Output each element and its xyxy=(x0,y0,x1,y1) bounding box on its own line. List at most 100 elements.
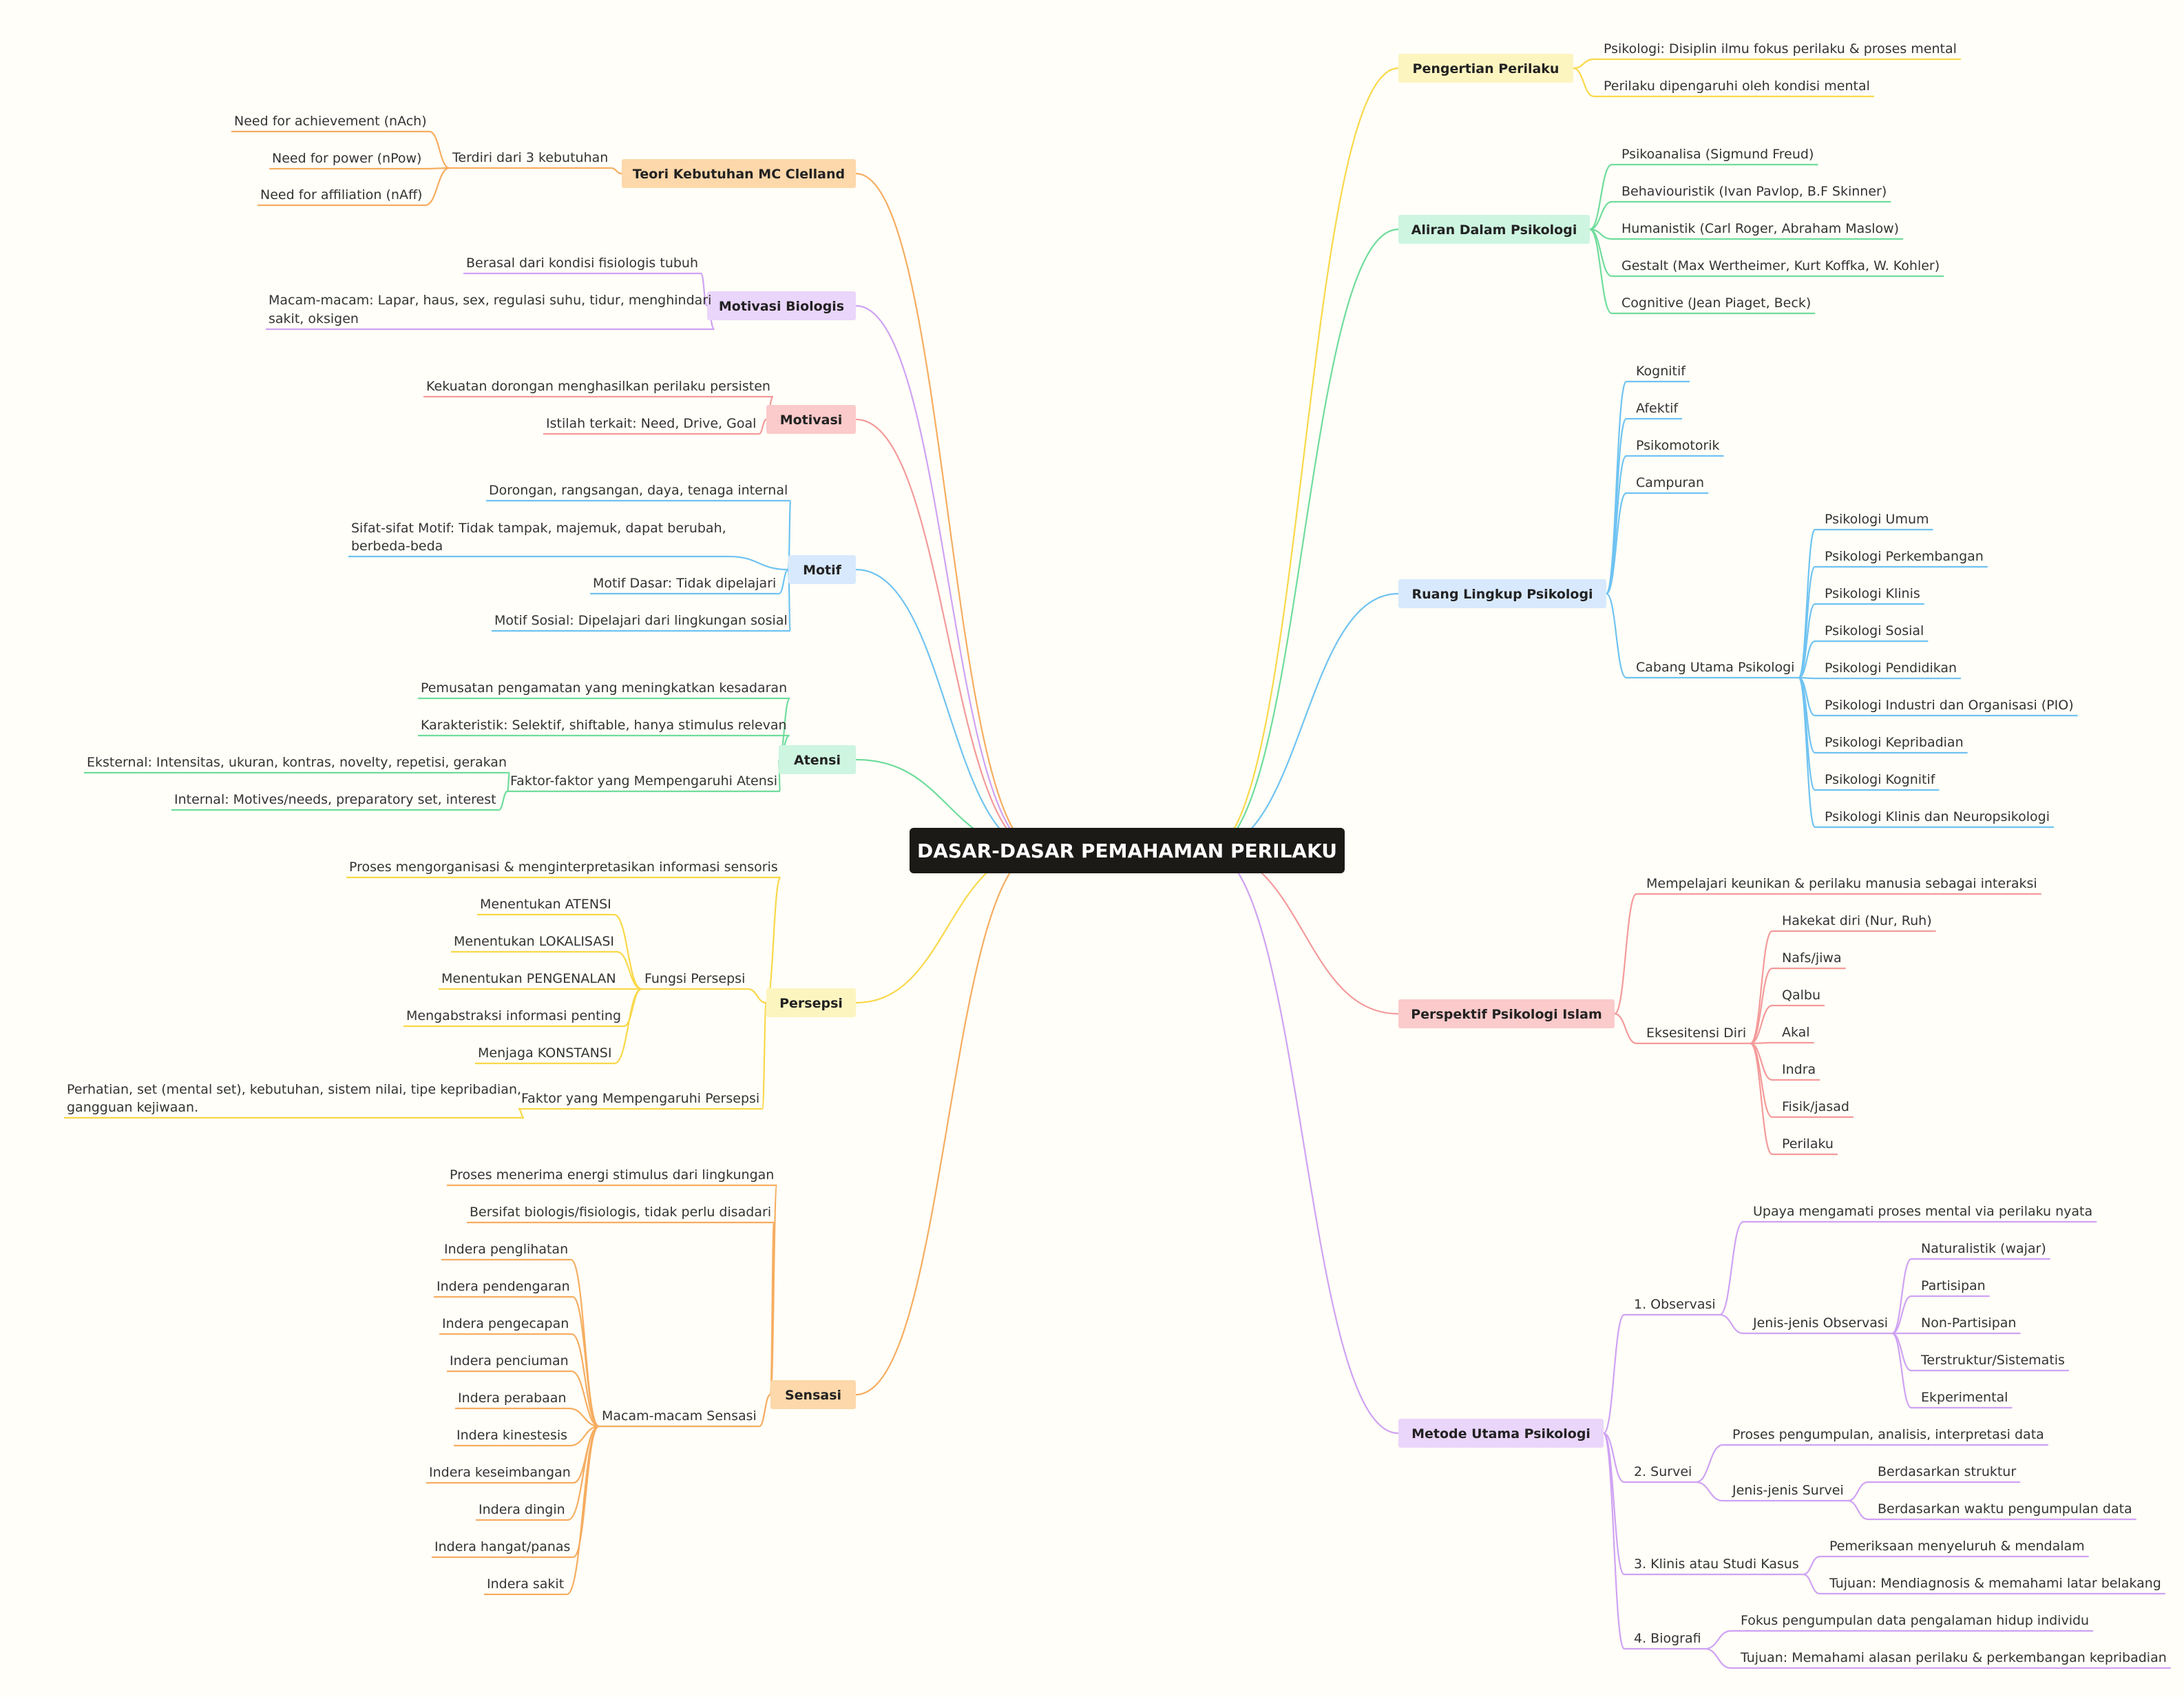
node-psikologi-sosial[interactable]: Psikologi Sosial xyxy=(1825,623,1924,638)
node-fokus-pengumpulan-data-pengalaman-hidup-[interactable]: Fokus pengumpulan data pengalaman hidup … xyxy=(1741,1613,2089,1628)
node-indera-pendengaran[interactable]: Indera pendengaran xyxy=(437,1279,570,1294)
node-need-for-achievement-nach[interactable]: Need for achievement (nAch) xyxy=(234,114,427,129)
node-fisik-jasad[interactable]: Fisik/jasad xyxy=(1782,1099,1849,1114)
node-4-biografi[interactable]: 4. Biografi xyxy=(1634,1631,1701,1646)
root-node[interactable]: DASAR-DASAR PEMAHAMAN PERILAKU xyxy=(910,828,1345,873)
node-pemeriksaan-menyeluruh-mendalam[interactable]: Pemeriksaan menyeluruh & mendalam xyxy=(1829,1539,2085,1554)
node-hakekat-diri-nur-ruh[interactable]: Hakekat diri (Nur, Ruh) xyxy=(1782,913,1932,928)
branch-persepsi[interactable]: Persepsi xyxy=(766,988,856,1017)
node-proses-pengumpulan-analisis-interpretasi[interactable]: Proses pengumpulan, analisis, interpreta… xyxy=(1732,1427,2044,1442)
node-kognitif[interactable]: Kognitif xyxy=(1636,364,1686,379)
node-proses-mengorganisasi-menginterpretasika[interactable]: Proses mengorganisasi & menginterpretasi… xyxy=(349,860,778,875)
node-proses-menerima-energi-stimulus-dari-lin[interactable]: Proses menerima energi stimulus dari lin… xyxy=(450,1167,774,1183)
node-perilaku[interactable]: Perilaku xyxy=(1782,1136,1834,1152)
branch-ruang-lingkup-psikologi[interactable]: Ruang Lingkup Psikologi xyxy=(1398,579,1606,608)
node-menentukan-atensi[interactable]: Menentukan ATENSI xyxy=(480,897,611,912)
node-menentukan-pengenalan[interactable]: Menentukan PENGENALAN xyxy=(441,971,616,986)
node-internal-motives-needs-preparatory-set-i[interactable]: Internal: Motives/needs, preparatory set… xyxy=(174,792,496,807)
node-jenis-jenis-observasi[interactable]: Jenis-jenis Observasi xyxy=(1752,1315,1888,1331)
node-ekperimental[interactable]: Ekperimental xyxy=(1921,1390,2008,1405)
node-sifat-sifat-motif-tidak-tampak-majemuk-d[interactable]: Sifat-sifat Motif: Tidak tampak, majemuk… xyxy=(351,521,726,554)
branch-aliran-dalam-psikologi[interactable]: Aliran Dalam Psikologi xyxy=(1398,215,1590,244)
node-perhatian-set-mental-set-kebutuhan-siste[interactable]: Perhatian, set (mental set), kebutuhan, … xyxy=(67,1082,521,1115)
node-indera-penglihatan[interactable]: Indera penglihatan xyxy=(444,1242,568,1257)
node-indera-keseimbangan[interactable]: Indera keseimbangan xyxy=(429,1465,571,1480)
node-campuran[interactable]: Campuran xyxy=(1636,475,1704,490)
node-psikologi-industri-dan-organisasi-pio[interactable]: Psikologi Industri dan Organisasi (PIO) xyxy=(1825,698,2074,713)
node-3-klinis-atau-studi-kasus[interactable]: 3. Klinis atau Studi Kasus xyxy=(1634,1557,1799,1572)
node-nafs-jiwa[interactable]: Nafs/jiwa xyxy=(1782,950,1842,966)
node-1-observasi[interactable]: 1. Observasi xyxy=(1634,1297,1716,1312)
node-2-survei[interactable]: 2. Survei xyxy=(1634,1464,1692,1479)
node-afektif[interactable]: Afektif xyxy=(1636,401,1679,416)
node-indera-penciuman[interactable]: Indera penciuman xyxy=(450,1353,569,1368)
node-humanistik-carl-roger-abraham-maslow[interactable]: Humanistik (Carl Roger, Abraham Maslow) xyxy=(1621,221,1899,236)
branch-teori-kebutuhan-mc-clelland[interactable]: Teori Kebutuhan MC Clelland xyxy=(622,159,856,188)
node-motif-dasar-tidak-dipelajari[interactable]: Motif Dasar: Tidak dipelajari xyxy=(593,576,776,591)
branch-pengertian-perilaku[interactable]: Pengertian Perilaku xyxy=(1398,54,1573,83)
node-partisipan[interactable]: Partisipan xyxy=(1921,1278,1986,1293)
node-indera-pengecapan[interactable]: Indera pengecapan xyxy=(442,1316,569,1331)
node-psikologi-kognitif[interactable]: Psikologi Kognitif xyxy=(1825,772,1936,787)
node-tujuan-memahami-alasan-perilaku-perkemba[interactable]: Tujuan: Memahami alasan perilaku & perke… xyxy=(1740,1650,2167,1665)
node-berdasarkan-waktu-pengumpulan-data[interactable]: Berdasarkan waktu pengumpulan data xyxy=(1878,1501,2132,1517)
branch-metode-utama-psikologi[interactable]: Metode Utama Psikologi xyxy=(1398,1419,1604,1448)
node-indra[interactable]: Indra xyxy=(1782,1062,1816,1077)
node-faktor-faktor-yang-mempengaruhi-atensi[interactable]: Faktor-faktor yang Mempengaruhi Atensi xyxy=(510,773,777,789)
node-pemusatan-pengamatan-yang-meningkatkan-k[interactable]: Pemusatan pengamatan yang meningkatkan k… xyxy=(421,680,787,696)
node-psikoanalisa-sigmund-freud[interactable]: Psikoanalisa (Sigmund Freud) xyxy=(1621,147,1814,162)
node-psikologi-perkembangan[interactable]: Psikologi Perkembangan xyxy=(1825,549,1984,564)
node-gestalt-max-wertheimer-kurt-koffka-w-koh[interactable]: Gestalt (Max Wertheimer, Kurt Koffka, W.… xyxy=(1621,258,1940,273)
node-upaya-mengamati-proses-mental-via-perila[interactable]: Upaya mengamati proses mental via perila… xyxy=(1753,1204,2092,1219)
node-bersifat-biologis-fisiologis-tidak-perlu[interactable]: Bersifat biologis/fisiologis, tidak perl… xyxy=(470,1205,771,1220)
node-psikomotorik[interactable]: Psikomotorik xyxy=(1636,438,1720,453)
node-menjaga-konstansi[interactable]: Menjaga KONSTANSI xyxy=(478,1045,611,1061)
branch-sensasi[interactable]: Sensasi xyxy=(770,1380,856,1409)
node-istilah-terkait-need-drive-goal[interactable]: Istilah terkait: Need, Drive, Goal xyxy=(546,416,756,431)
node-indera-hangat-panas[interactable]: Indera hangat/panas xyxy=(434,1539,570,1554)
node-psikologi-kepribadian[interactable]: Psikologi Kepribadian xyxy=(1825,735,1964,750)
node-behaviouristik-ivan-pavlop-b-f-skinner[interactable]: Behaviouristik (Ivan Pavlop, B.F Skinner… xyxy=(1621,184,1887,199)
node-cognitive-jean-piaget-beck[interactable]: Cognitive (Jean Piaget, Beck) xyxy=(1621,295,1811,311)
node-non-partisipan[interactable]: Non-Partisipan xyxy=(1921,1315,2016,1331)
node-eksternal-intensitas-ukuran-kontras-nove[interactable]: Eksternal: Intensitas, ukuran, kontras, … xyxy=(87,755,507,770)
node-qalbu[interactable]: Qalbu xyxy=(1782,988,1820,1003)
node-naturalistik-wajar[interactable]: Naturalistik (wajar) xyxy=(1921,1241,2046,1256)
node-need-for-power-npow[interactable]: Need for power (nPow) xyxy=(272,151,421,166)
node-psikologi-klinis-dan-neuropsikologi[interactable]: Psikologi Klinis dan Neuropsikologi xyxy=(1825,809,2050,824)
branch-motif[interactable]: Motif xyxy=(788,555,856,584)
branch-perspektif-psikologi-islam[interactable]: Perspektif Psikologi Islam xyxy=(1398,999,1615,1028)
node-menentukan-lokalisasi[interactable]: Menentukan LOKALISASI xyxy=(454,934,614,949)
node-fungsi-persepsi[interactable]: Fungsi Persepsi xyxy=(644,971,745,986)
node-cabang-utama-psikologi[interactable]: Cabang Utama Psikologi xyxy=(1636,660,1794,675)
node-psikologi-klinis[interactable]: Psikologi Klinis xyxy=(1825,586,1920,601)
node-akal[interactable]: Akal xyxy=(1782,1025,1810,1040)
node-psikologi-pendidikan[interactable]: Psikologi Pendidikan xyxy=(1825,660,1957,676)
node-indera-dingin[interactable]: Indera dingin xyxy=(479,1502,565,1517)
node-perilaku-dipengaruhi-oleh-kondisi-mental[interactable]: Perilaku dipengaruhi oleh kondisi mental xyxy=(1604,79,1870,94)
node-motif-sosial-dipelajari-dari-lingkungan-[interactable]: Motif Sosial: Dipelajari dari lingkungan… xyxy=(494,613,788,628)
branch-motivasi[interactable]: Motivasi xyxy=(766,405,856,434)
node-indera-kinestesis[interactable]: Indera kinestesis xyxy=(456,1428,567,1443)
branch-atensi[interactable]: Atensi xyxy=(779,745,856,774)
node-faktor-yang-mempengaruhi-persepsi[interactable]: Faktor yang Mempengaruhi Persepsi xyxy=(521,1091,759,1106)
node-tujuan-mendiagnosis-memahami-latar-belak[interactable]: Tujuan: Mendiagnosis & memahami latar be… xyxy=(1829,1576,2161,1591)
branch-motivasi-biologis[interactable]: Motivasi Biologis xyxy=(707,291,856,320)
node-need-for-affiliation-naff[interactable]: Need for affiliation (nAff) xyxy=(260,187,422,202)
node-karakteristik-selektif-shiftable-hanya-s[interactable]: Karakteristik: Selektif, shiftable, hany… xyxy=(421,718,787,733)
node-macam-macam-lapar-haus-sex-regulasi-suhu[interactable]: Macam-macam: Lapar, haus, sex, regulasi … xyxy=(269,293,711,326)
node-jenis-jenis-survei[interactable]: Jenis-jenis Survei xyxy=(1732,1483,1844,1498)
node-kekuatan-dorongan-menghasilkan-perilaku-[interactable]: Kekuatan dorongan menghasilkan perilaku … xyxy=(426,379,770,394)
node-terstruktur-sistematis[interactable]: Terstruktur/Sistematis xyxy=(1920,1353,2065,1368)
node-mempelajari-keunikan-perilaku-manusia-se[interactable]: Mempelajari keunikan & perilaku manusia … xyxy=(1646,876,2037,891)
node-berdasarkan-struktur[interactable]: Berdasarkan struktur xyxy=(1878,1464,2016,1479)
node-indera-sakit[interactable]: Indera sakit xyxy=(487,1576,564,1592)
node-berasal-dari-kondisi-fisiologis-tubuh[interactable]: Berasal dari kondisi fisiologis tubuh xyxy=(466,256,698,271)
node-terdiri-dari-3-kebutuhan[interactable]: Terdiri dari 3 kebutuhan xyxy=(452,150,608,165)
node-psikologi-disiplin-ilmu-fokus-perilaku-p[interactable]: Psikologi: Disiplin ilmu fokus perilaku … xyxy=(1604,41,1957,56)
node-macam-macam-sensasi[interactable]: Macam-macam Sensasi xyxy=(602,1408,757,1424)
node-eksesitensi-diri[interactable]: Eksesitensi Diri xyxy=(1646,1026,1746,1041)
node-mengabstraksi-informasi-penting[interactable]: Mengabstraksi informasi penting xyxy=(406,1008,621,1023)
node-psikologi-umum[interactable]: Psikologi Umum xyxy=(1825,512,1929,527)
node-indera-perabaan[interactable]: Indera perabaan xyxy=(458,1391,566,1406)
